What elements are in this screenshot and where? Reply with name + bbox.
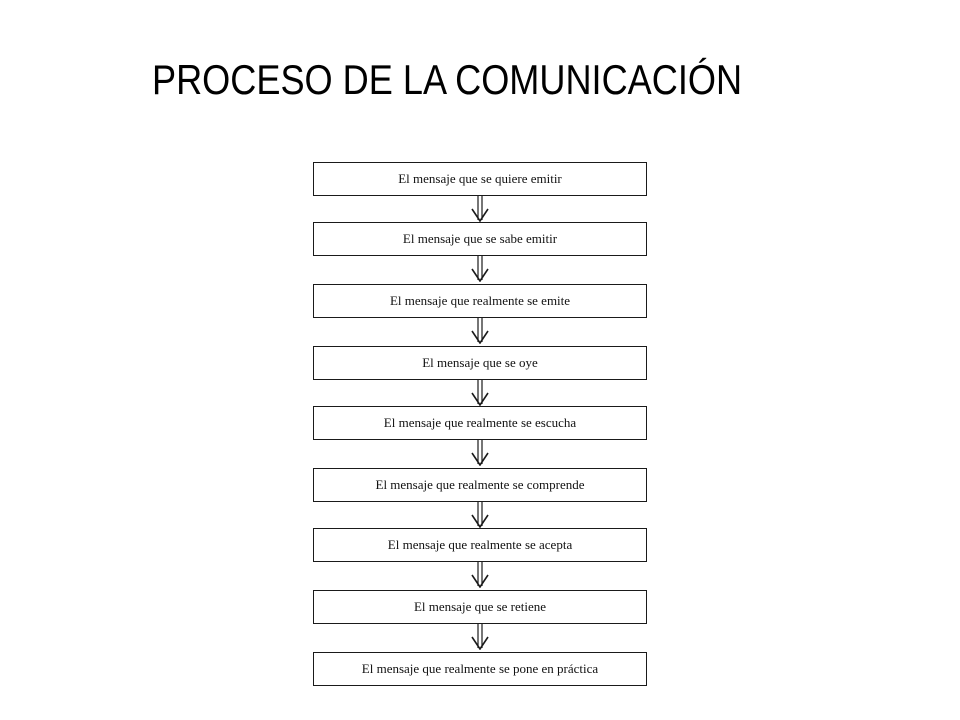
step-label-2: El mensaje que se sabe emitir	[402, 231, 558, 246]
arrow-down-icon	[470, 440, 490, 466]
arrow-down-icon	[470, 256, 490, 282]
arrow-down-icon	[470, 196, 490, 222]
step-label-9: El mensaje que realmente se pone en prác…	[361, 661, 599, 676]
step-box-4: El mensaje que se oye	[313, 346, 647, 380]
step-label-4: El mensaje que se oye	[422, 355, 538, 370]
step-label-3: El mensaje que realmente se emite	[389, 293, 571, 308]
step-box-5: El mensaje que realmente se escucha	[313, 406, 647, 440]
step-box-3: El mensaje que realmente se emite	[313, 284, 647, 318]
step-label-8: El mensaje que se retiene	[413, 599, 547, 614]
step-box-1: El mensaje que se quiere emitir	[313, 162, 647, 196]
step-label-7: El mensaje que realmente se acepta	[387, 537, 573, 552]
step-label-6: El mensaje que realmente se comprende	[375, 477, 585, 492]
arrow-down-icon	[470, 380, 490, 406]
step-label-1: El mensaje que se quiere emitir	[398, 171, 562, 186]
communication-flowchart: El mensaje que se quiere emitir El mensa…	[313, 162, 649, 690]
step-label-5: El mensaje que realmente se escucha	[383, 415, 577, 430]
arrow-down-icon	[470, 502, 490, 528]
arrow-down-icon	[470, 624, 490, 650]
page-title: PROCESO DE LA COMUNICACIÓN	[152, 56, 743, 103]
step-box-9: El mensaje que realmente se pone en prác…	[313, 652, 647, 686]
arrow-down-icon	[470, 562, 490, 588]
step-box-8: El mensaje que se retiene	[313, 590, 647, 624]
step-box-6: El mensaje que realmente se comprende	[313, 468, 647, 502]
arrow-down-icon	[470, 318, 490, 344]
step-box-2: El mensaje que se sabe emitir	[313, 222, 647, 256]
step-box-7: El mensaje que realmente se acepta	[313, 528, 647, 562]
